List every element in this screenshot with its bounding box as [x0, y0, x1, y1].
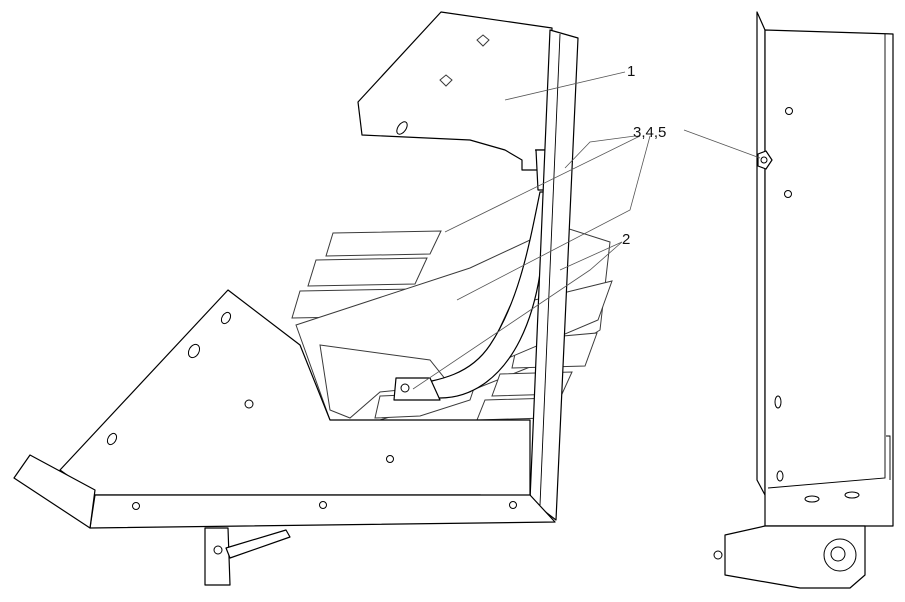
- hinge-small-nut: [713, 550, 723, 560]
- nut-bottom: [400, 383, 410, 393]
- side-back-plate: [756, 11, 766, 496]
- callout-1: 1: [627, 63, 635, 80]
- front-view: 1 3,4,5 2: [13, 11, 666, 586]
- frame-hole-2: [187, 343, 201, 359]
- callout-2: 2: [622, 231, 630, 248]
- side-slot-b: [776, 470, 784, 482]
- frame-hole-1: [220, 311, 232, 325]
- side-hinge-block: [724, 525, 866, 589]
- side-hole-1: [785, 107, 793, 115]
- hinge-bracket: [204, 527, 231, 586]
- frame-hole-4: [106, 432, 118, 446]
- bracket-tab-bottom: [393, 377, 441, 401]
- beam-hole-2: [319, 501, 327, 509]
- side-view: [683, 11, 894, 589]
- foot-plate: [13, 454, 96, 529]
- base-slot-2: [844, 491, 860, 499]
- diamond-hole-a: [476, 34, 490, 47]
- upper-plate: [357, 11, 553, 171]
- side-hole-2: [784, 190, 792, 198]
- beam-hole-3: [509, 501, 517, 509]
- hinge-nut: [213, 545, 223, 555]
- frame-hole-5: [386, 455, 394, 463]
- base-beam: [89, 494, 556, 529]
- callout-3-4-5: 3,4,5: [633, 124, 666, 141]
- diamond-hole-b: [439, 74, 453, 87]
- side-nut-hole: [760, 156, 768, 164]
- side-slot: [774, 395, 782, 409]
- beam-hole-1: [132, 502, 140, 510]
- base-slot-1: [804, 495, 820, 503]
- vertical-post: [529, 29, 579, 521]
- hinge-arm: [225, 529, 291, 559]
- slot-hole: [396, 121, 408, 135]
- hinge-boss-inner: [830, 546, 846, 562]
- frame-hole-3: [244, 399, 254, 409]
- side-panel: [764, 29, 894, 527]
